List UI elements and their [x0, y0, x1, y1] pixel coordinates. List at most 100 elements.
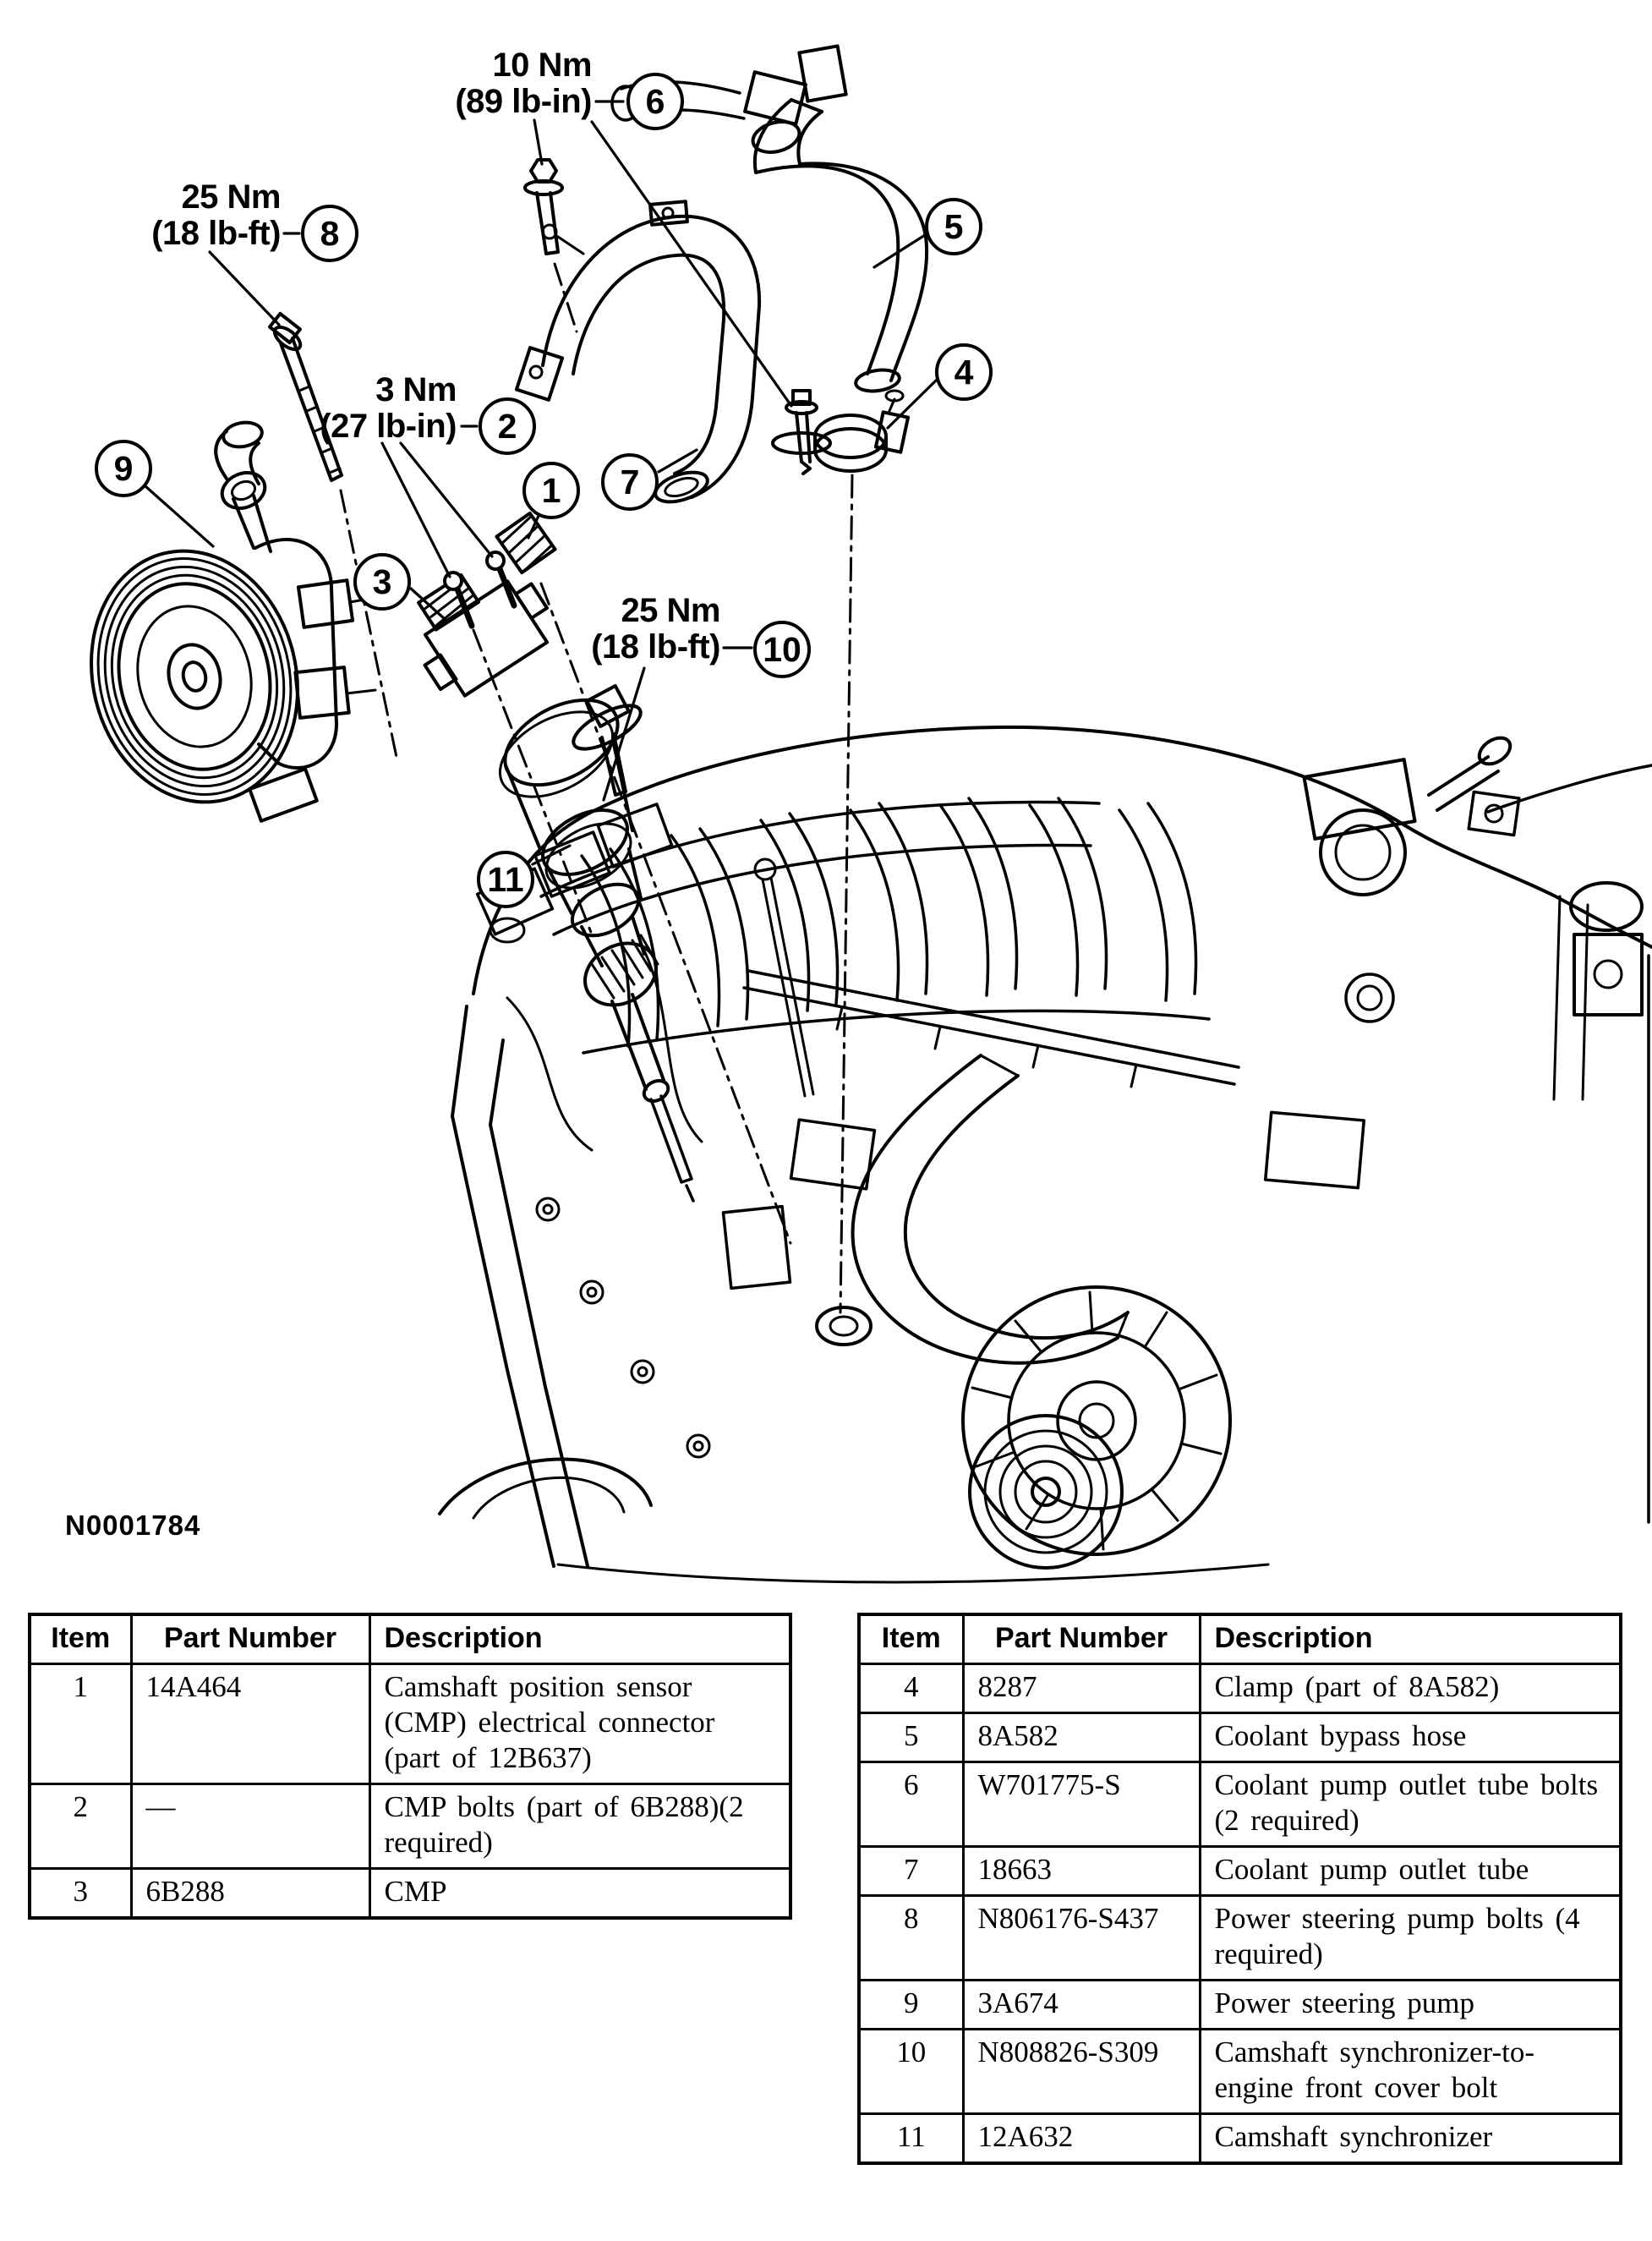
callout-number: 5	[944, 206, 964, 246]
callout-1: 1	[522, 462, 580, 519]
callout-2: 2	[479, 397, 536, 455]
part-number-cell: 3A674	[961, 1979, 1201, 2030]
callout-number: 2	[497, 406, 517, 446]
callout-3: 3	[353, 553, 411, 611]
callout-number: 8	[320, 213, 340, 253]
table-row: 1 14A464 Camshaft position sensor (CMP) …	[28, 1663, 792, 1785]
table-header-row: Item Part Number Description	[28, 1613, 792, 1665]
table-row: 8 N806176-S437 Power steering pump bolts…	[857, 1894, 1622, 1981]
table-row: 3 6B288 CMP	[28, 1867, 792, 1920]
description-cell: Camshaft synchronizer	[1198, 2112, 1622, 2165]
table-row: 6 W701775-S Coolant pump outlet tube bol…	[857, 1761, 1622, 1848]
callout-11: 11	[477, 851, 534, 908]
table-row: 5 8A582 Coolant bypass hose	[857, 1712, 1622, 1763]
description-cell: Camshaft synchronizer-to-engine front co…	[1198, 2028, 1622, 2115]
torque-label-25nm-lower: 25 Nm (18 lb-ft)	[591, 593, 720, 666]
assembly-centerlines	[339, 262, 854, 1314]
parts-table-right: Item Part Number Description 4 8287 Clam…	[857, 1613, 1622, 2165]
description-cell: CMP bolts (part of 6B288)(2 required)	[368, 1783, 792, 1870]
tube-bolt-b-art	[771, 389, 832, 475]
part-number-cell: —	[129, 1783, 371, 1870]
torque-alt-value: (18 lb-ft)	[151, 215, 281, 252]
leader-lines	[144, 100, 938, 866]
torque-label-10nm: 10 Nm (89 lb-in)	[455, 47, 592, 120]
description-cell: Coolant pump outlet tube bolts (2 requir…	[1198, 1761, 1622, 1848]
part-number-cell: N806176-S437	[961, 1894, 1201, 1981]
camshaft-synchronizer-art	[498, 698, 695, 1203]
part-number-cell: N808826-S309	[961, 2028, 1201, 2115]
callout-number: 3	[372, 562, 392, 601]
item-cell: 1	[28, 1663, 133, 1785]
item-cell: 2	[28, 1783, 133, 1870]
torque-value: 25 Nm	[181, 178, 281, 216]
table-row: 9 3A674 Power steering pump	[857, 1979, 1622, 2030]
callout-number: 4	[954, 352, 974, 392]
part-number-cell: 12A632	[961, 2112, 1201, 2165]
item-cell: 7	[857, 1845, 965, 1897]
callout-8: 8	[301, 205, 358, 262]
hose-clamp-art	[813, 389, 911, 473]
torque-value: 3 Nm	[375, 371, 457, 408]
item-cell: 11	[857, 2112, 965, 2165]
callout-9: 9	[95, 440, 152, 497]
description-cell: Coolant bypass hose	[1198, 1712, 1622, 1763]
parts-table-left: Item Part Number Description 1 14A464 Ca…	[28, 1613, 792, 1920]
cmp-sensor-art	[417, 551, 550, 698]
torque-label-3nm: 3 Nm (27 lb-in)	[320, 372, 457, 445]
description-cell: CMP	[368, 1867, 792, 1920]
description-cell: Power steering pump	[1198, 1979, 1622, 2030]
description-cell: Clamp (part of 8A582)	[1198, 1663, 1622, 1714]
item-cell: 3	[28, 1867, 133, 1920]
tube-bolt-a-art	[523, 158, 564, 255]
torque-alt-value: (89 lb-in)	[455, 83, 592, 120]
table-row: 7 18663 Coolant pump outlet tube	[857, 1845, 1622, 1897]
column-header-item: Item	[28, 1613, 133, 1665]
callout-number: 7	[620, 462, 640, 501]
callout-10: 10	[753, 621, 811, 678]
coolant-bypass-hose-art	[610, 44, 929, 393]
item-cell: 6	[857, 1761, 965, 1848]
figure-id: N0001784	[65, 1510, 201, 1541]
torque-value: 10 Nm	[492, 47, 592, 84]
callout-4: 4	[935, 343, 993, 401]
column-header-part-number: Part Number	[129, 1613, 371, 1665]
part-number-cell: 8A582	[961, 1712, 1201, 1763]
callout-number: 1	[541, 470, 561, 510]
description-cell: Coolant pump outlet tube	[1198, 1845, 1622, 1897]
callout-5: 5	[925, 198, 982, 255]
table-row: 2 — CMP bolts (part of 6B288)(2 required…	[28, 1783, 792, 1870]
item-cell: 10	[857, 2028, 965, 2115]
part-number-cell: 6B288	[129, 1867, 371, 1920]
engine-assembly-art	[438, 725, 1652, 1584]
part-number-cell: W701775-S	[961, 1761, 1201, 1848]
part-number-cell: 14A464	[129, 1663, 371, 1785]
column-header-item: Item	[857, 1613, 965, 1665]
table-row: 10 N808826-S309 Camshaft synchronizer-to…	[857, 2028, 1622, 2115]
callout-number: 10	[763, 629, 801, 669]
table-header-row: Item Part Number Description	[857, 1613, 1622, 1665]
cmp-connector-art	[495, 511, 557, 575]
part-number-cell: 8287	[961, 1663, 1201, 1714]
description-cell: Power steering pump bolts (4 required)	[1198, 1894, 1622, 1981]
description-cell: Camshaft position sensor (CMP) electrica…	[368, 1663, 792, 1785]
callout-number: 6	[645, 81, 665, 121]
part-number-cell: 18663	[961, 1845, 1201, 1897]
item-cell: 5	[857, 1712, 965, 1763]
torque-value: 25 Nm	[621, 592, 720, 629]
item-cell: 4	[857, 1663, 965, 1714]
torque-label-25nm-upper: 25 Nm (18 lb-ft)	[151, 179, 281, 252]
column-header-description: Description	[368, 1613, 792, 1665]
table-row: 4 8287 Clamp (part of 8A582)	[857, 1663, 1622, 1714]
callout-7: 7	[601, 453, 659, 511]
column-header-description: Description	[1198, 1613, 1622, 1665]
item-cell: 8	[857, 1894, 965, 1981]
callout-number: 9	[113, 448, 134, 488]
callout-number: 11	[487, 859, 524, 899]
power-steering-bolt-art	[268, 311, 343, 482]
column-header-part-number: Part Number	[961, 1613, 1201, 1665]
table-row: 11 12A632 Camshaft synchronizer	[857, 2112, 1622, 2165]
torque-alt-value: (27 lb-in)	[320, 408, 457, 445]
item-cell: 9	[857, 1979, 965, 2030]
coolant-outlet-tube-art	[514, 200, 762, 504]
